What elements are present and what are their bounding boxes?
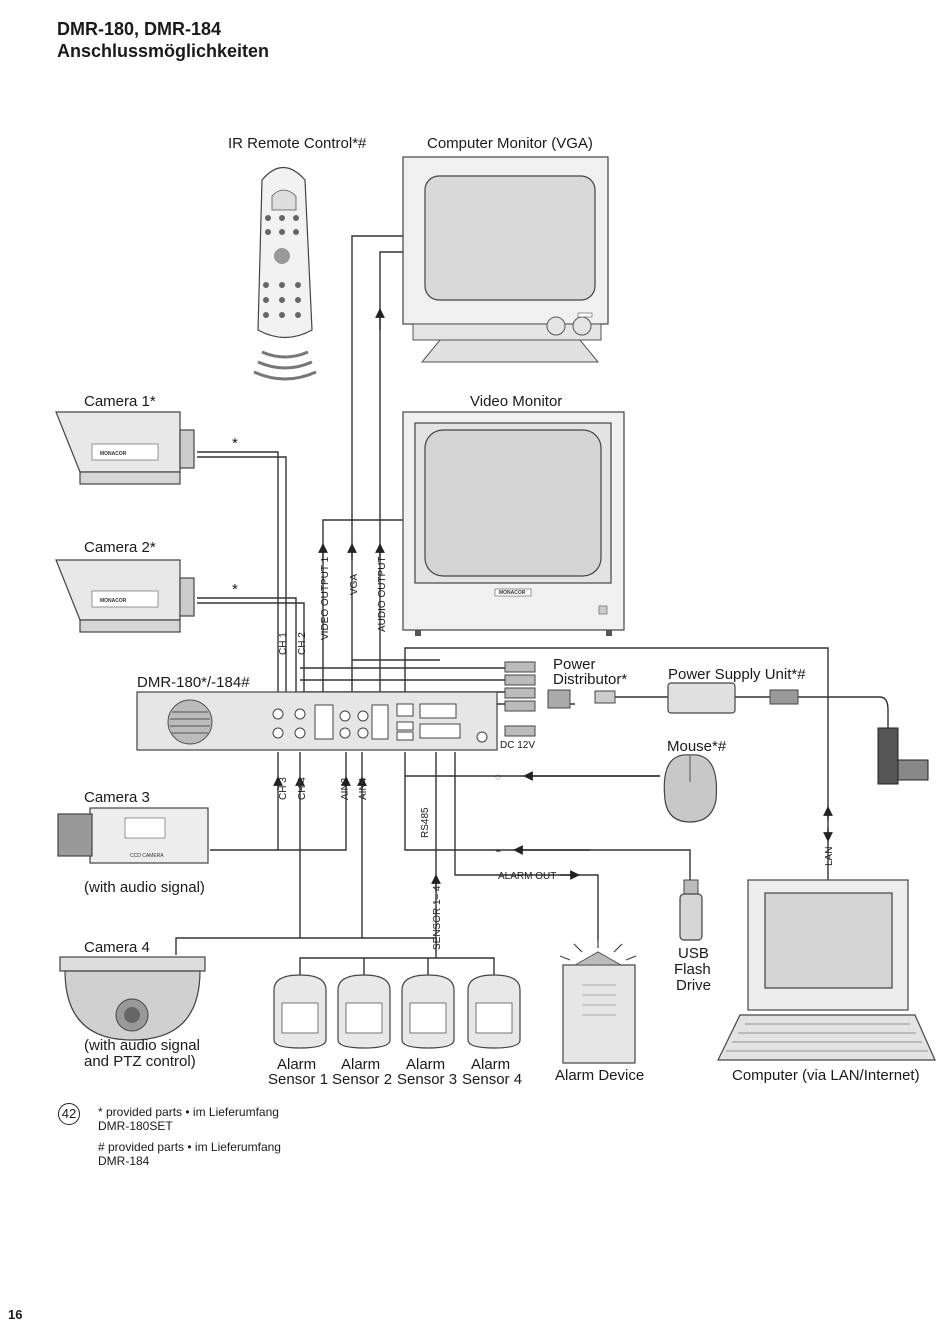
alarm-device-icon (559, 938, 637, 1064)
camera3-label: Camera 3 (84, 789, 150, 806)
sensor-4-label-1: Alarm (471, 1056, 510, 1073)
figure-number: 42 (58, 1103, 80, 1125)
camera1-label: Camera 1* (84, 393, 156, 410)
usb-flash-drive-icon (679, 879, 703, 941)
sensor-1-label-2: Sensor 1 (268, 1071, 328, 1088)
ir-remote-label: IR Remote Control*# (228, 135, 367, 152)
power-supply-label: Power Supply Unit*# (668, 666, 806, 683)
alarm-sensor-3-icon (401, 974, 455, 1049)
camera-1-icon (55, 411, 195, 485)
alarm-device-label: Alarm Device (555, 1067, 644, 1084)
footnote-1-line-2: DMR-180SET (98, 1119, 173, 1133)
page-title: DMR-180, DMR-184 (57, 19, 222, 39)
wiring (175, 235, 889, 975)
camera3-note: (with audio signal) (84, 879, 205, 896)
camera-4-icon (59, 956, 206, 1041)
alarm-sensors (273, 974, 521, 1049)
dc-label: DC 12V (500, 740, 535, 751)
alarm-sensor-2-icon (337, 974, 391, 1049)
sensor-1-label-1: Alarm (277, 1056, 316, 1073)
camera4-note-1: (with audio signal (84, 1037, 200, 1054)
dmr-recorder-icon (136, 691, 498, 751)
usb-icon: ⌁ (495, 846, 501, 857)
page-number: 16 (8, 1307, 23, 1322)
sensor-3-label-1: Alarm (406, 1056, 445, 1073)
ch2-label: CH 2 (297, 632, 308, 655)
power-distributor-label-2: Distributor* (553, 671, 627, 688)
mouse-icon (663, 754, 718, 823)
computer-label: Computer (via LAN/Internet) (732, 1067, 920, 1084)
camera-2-icon (55, 559, 195, 633)
sensor-4-label-2: Sensor 4 (462, 1071, 522, 1088)
alarm-sensor-4-icon (467, 974, 521, 1049)
ain3-label: AIN3 (340, 777, 351, 800)
camera2-brand: MONACOR (100, 598, 127, 604)
ir-remote-icon (253, 166, 317, 381)
ch3-label: CH 3 (278, 777, 289, 800)
usb-label-2: Flash (674, 961, 711, 978)
camera2-label: Camera 2* (84, 539, 156, 556)
page-subtitle: Anschlussmöglichkeiten (57, 41, 270, 61)
video-monitor-brand: MONACOR (499, 590, 526, 596)
footnote-2-line-1: # provided parts • im Lieferumfang (98, 1140, 281, 1154)
power-distributor-icon (504, 661, 616, 737)
sensor-label: SENSOR 1– 4 (432, 885, 443, 950)
ch1-label: CH 1 (278, 632, 289, 655)
vga-label: VGA (349, 574, 360, 595)
alarm-sensor-1-icon (273, 974, 327, 1049)
computer-icon (717, 879, 936, 1061)
camera2-star: * (232, 581, 238, 598)
camera4-note-2: and PTZ control) (84, 1053, 196, 1070)
computer-monitor-label: Computer Monitor (VGA) (427, 135, 593, 152)
computer-monitor-icon (402, 156, 609, 363)
video-output-label: VIDEO OUTPUT 1 (320, 556, 331, 640)
sensor-2-label-1: Alarm (341, 1056, 380, 1073)
power-supply-icon (667, 682, 929, 785)
camera4-label: Camera 4 (84, 939, 150, 956)
alarm-out-label: ALARM OUT (498, 871, 556, 882)
camera3-ccd: CCD CAMERA (130, 853, 164, 859)
lan-label: LAN (824, 847, 835, 866)
sensor-3-label-2: Sensor 3 (397, 1071, 457, 1088)
dmr-label: DMR-180*/-184# (137, 674, 250, 691)
camera-3-icon (57, 807, 209, 864)
camera1-star: * (232, 435, 238, 452)
ain4-label: AIN4 (358, 777, 369, 800)
usb-label-3: Drive (676, 977, 711, 994)
video-monitor-label: Video Monitor (470, 393, 562, 410)
camera1-brand: MONACOR (100, 451, 127, 457)
mouse-label: Mouse*# (667, 738, 727, 755)
audio-output-label: AUDIO OUTPUT (377, 556, 388, 632)
ch4-label: CH 4 (297, 777, 308, 800)
video-monitor-icon (402, 411, 625, 636)
footnote-1-line-1: * provided parts • im Lieferumfang (98, 1105, 279, 1119)
sensor-2-label-2: Sensor 2 (332, 1071, 392, 1088)
mouse-glyph-icon: ◌ (495, 772, 501, 783)
rs485-label: RS485 (420, 807, 431, 838)
usb-label-1: USB (678, 945, 709, 962)
power-distributor-label-1: Power (553, 656, 596, 673)
footnote-2-line-2: DMR-184 (98, 1154, 150, 1168)
